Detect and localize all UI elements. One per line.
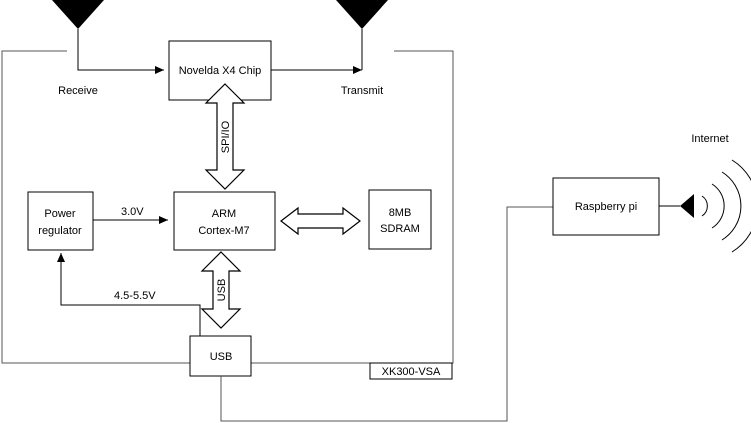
sdram-label-line1: 8MB — [389, 207, 412, 219]
receive-label: Receive — [58, 85, 98, 97]
arm-label-line1: ARM — [212, 208, 236, 220]
raspberry-pi-label: Raspberry pi — [575, 201, 637, 213]
wifi-waves-icon — [701, 159, 751, 253]
usb-bus-label: USB — [216, 279, 228, 302]
power-label-line2: regulator — [38, 225, 82, 237]
power-out-label: 3.0V — [121, 206, 144, 218]
sdram-block — [368, 189, 432, 250]
receive-antenna-icon — [52, 0, 104, 29]
wireless-antenna-icon — [680, 194, 694, 218]
novelda-chip-label: Novelda X4 Chip — [179, 65, 262, 77]
receive-arrow — [77, 46, 164, 74]
usb-label: USB — [210, 351, 233, 363]
spi-bus-arrow — [204, 83, 246, 190]
memory-bus-arrow — [280, 206, 361, 236]
transmit-label: Transmit — [341, 85, 383, 97]
usb-bus-arrow — [200, 251, 242, 329]
sdram-label-line2: SDRAM — [380, 223, 420, 235]
board-label-box — [369, 362, 453, 380]
board-label: XK300-VSA — [382, 366, 441, 378]
spi-bus-label: SPI/IO — [220, 120, 232, 153]
raspberry-pi-block — [552, 177, 660, 236]
power-regulator-block — [27, 191, 94, 251]
usb-cable — [220, 206, 553, 422]
power-in-label: 4.5-5.5V — [114, 290, 156, 302]
transmit-antenna-icon — [336, 0, 388, 29]
internet-label: Internet — [691, 133, 728, 145]
arm-label-line2: Cortex-M7 — [198, 225, 249, 237]
usb-block — [189, 335, 252, 377]
arm-cortex-block — [173, 191, 276, 251]
power-in-arrow — [57, 253, 201, 336]
power-label-line1: Power — [44, 208, 76, 220]
